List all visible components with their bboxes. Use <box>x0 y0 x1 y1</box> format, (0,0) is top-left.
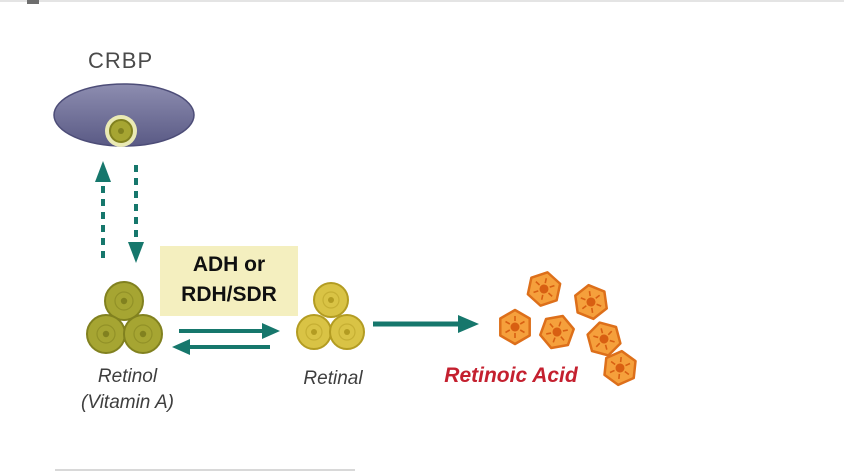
corner-tick-artifact <box>27 0 39 4</box>
enzyme-label-line1: ADH or <box>192 253 266 276</box>
top-edge-artifact <box>0 0 844 2</box>
retinoic-acid-molecule <box>499 308 531 346</box>
crbp-label: CRBP <box>88 48 154 73</box>
retinol-label: Retinol (Vitamin A) <box>35 364 220 416</box>
bottom-edge-artifact <box>55 469 355 471</box>
reverse-reaction-arrow <box>172 339 270 355</box>
binding-arrow-up <box>95 161 111 258</box>
retinoic-acid-label: Retinoic Acid <box>444 364 578 387</box>
retinal-molecule <box>329 314 365 350</box>
retinol-label-sublabel: (Vitamin A) <box>81 392 174 413</box>
retinal-molecule <box>296 314 332 350</box>
forward-reaction-arrow <box>179 323 280 339</box>
retinoic-acid-molecule <box>524 268 564 310</box>
oxidation-arrow <box>373 315 479 333</box>
retinoic-acid-molecule <box>536 309 578 355</box>
bound-retinol-molecule <box>105 115 137 147</box>
release-arrow-down <box>128 165 144 263</box>
retinal-label: Retinal <box>303 368 363 389</box>
retinol-molecule <box>104 281 144 321</box>
enzyme-label-line2: RDH/SDR <box>181 283 277 306</box>
retinol-molecule <box>123 314 163 354</box>
retinol-molecule <box>86 314 126 354</box>
crbp-protein <box>53 83 195 147</box>
retinal-molecules <box>296 282 365 350</box>
retinal-molecule <box>313 282 349 318</box>
enzyme-label: ADH or RDH/SDR <box>160 246 298 316</box>
retinol-label-name: Retinol <box>97 366 158 387</box>
retinol-molecules <box>86 281 163 354</box>
retinoic-acid-molecule <box>572 281 610 323</box>
